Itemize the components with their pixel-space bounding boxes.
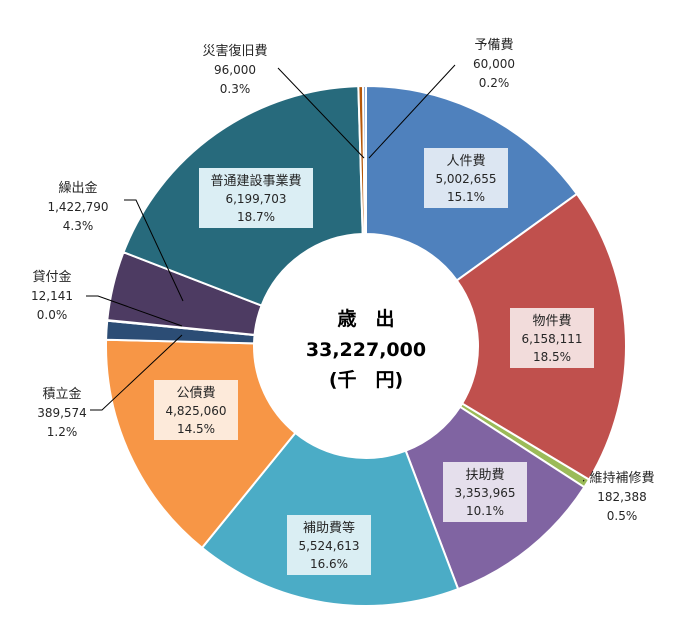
slice-5-label-value: 5,524,613 [298, 539, 359, 553]
slice-12-label-name: 予備費 [474, 37, 513, 53]
slice-9-label-percent: 4.3% [63, 219, 94, 233]
center-label: 歳 出 33,227,000 (千 円) [306, 307, 426, 391]
slice-8-leader-line [86, 295, 183, 327]
slice-10-label-name: 普通建設事業費 [210, 173, 301, 189]
slice-7-label-percent: 1.2% [47, 425, 78, 439]
slice-6-label-name: 公債費 [176, 386, 215, 401]
center-unit: (千 円) [329, 369, 403, 391]
center-total: 33,227,000 [306, 339, 426, 361]
slice-3-label-percent: 0.5% [607, 509, 638, 523]
slice-10-label-box [199, 168, 313, 228]
slice-3-label-name: 維持補修費 [589, 471, 654, 486]
slice-12-label-percent: 0.2% [479, 76, 510, 90]
slice-10-label-percent: 18.7% [237, 210, 275, 224]
slice-5-label-box [287, 515, 371, 575]
slices-group [105, 84, 627, 607]
center-title: 歳 出 [337, 307, 394, 330]
slice-3-leader-line [582, 479, 585, 482]
slice-9-label-name: 繰出金 [58, 180, 97, 196]
slice-8-label-value: 12,141 [31, 289, 73, 303]
slice-1-label-name: 人件費 [446, 154, 485, 169]
slice-2-label-box [510, 308, 594, 368]
slice-12 [362, 84, 367, 236]
slice-10-label-value: 6,199,703 [225, 192, 286, 206]
slice-1-label-value: 5,002,655 [435, 172, 496, 186]
slice-labels-group: 人件費 5,002,655 15.1% 物件費 6,158,111 18.5% 維持補修費 1… [31, 37, 655, 575]
slice-6-label-value: 4,825,060 [165, 404, 226, 418]
slice-6-label-percent: 14.5% [177, 422, 215, 436]
slice-12-leader-line [368, 64, 456, 159]
slice-1-label-box [424, 148, 508, 208]
slice-7-leader-line [90, 334, 183, 411]
slice-4-label-name: 扶助費 [465, 468, 504, 483]
slice-9-leader-line [124, 199, 184, 302]
slice-4-label-value: 3,353,965 [454, 486, 515, 500]
slice-3-label-value: 182,388 [597, 490, 647, 504]
slice-4-label-box [443, 462, 527, 522]
slice-8-label-percent: 0.0% [37, 308, 68, 322]
slice-2-label-value: 6,158,111 [521, 332, 582, 346]
slice-6-label-box [154, 380, 238, 440]
slice-8-label-name: 貸付金 [32, 269, 71, 285]
leader-lines-group [86, 64, 585, 482]
slice-6 [105, 338, 297, 550]
slice-12-label-value: 60,000 [473, 57, 515, 71]
slice-7-label-name: 積立金 [42, 386, 81, 402]
slice-11-leader-line [277, 67, 365, 159]
slice-11-label-value: 96,000 [214, 63, 256, 77]
slice-1-label-percent: 15.1% [447, 190, 485, 204]
slice-5-label-percent: 16.6% [310, 557, 348, 571]
slice-9-label-value: 1,422,790 [47, 200, 108, 214]
slice-2-label-percent: 18.5% [533, 350, 571, 364]
slice-7-label-value: 389,574 [37, 406, 87, 420]
slice-4-label-percent: 10.1% [466, 504, 504, 518]
slice-5-label-name: 補助費等 [303, 520, 355, 536]
slice-11-label-name: 災害復旧費 [202, 43, 267, 59]
slice-11-label-percent: 0.3% [220, 82, 251, 96]
slice-2-label-name: 物件費 [532, 314, 571, 329]
